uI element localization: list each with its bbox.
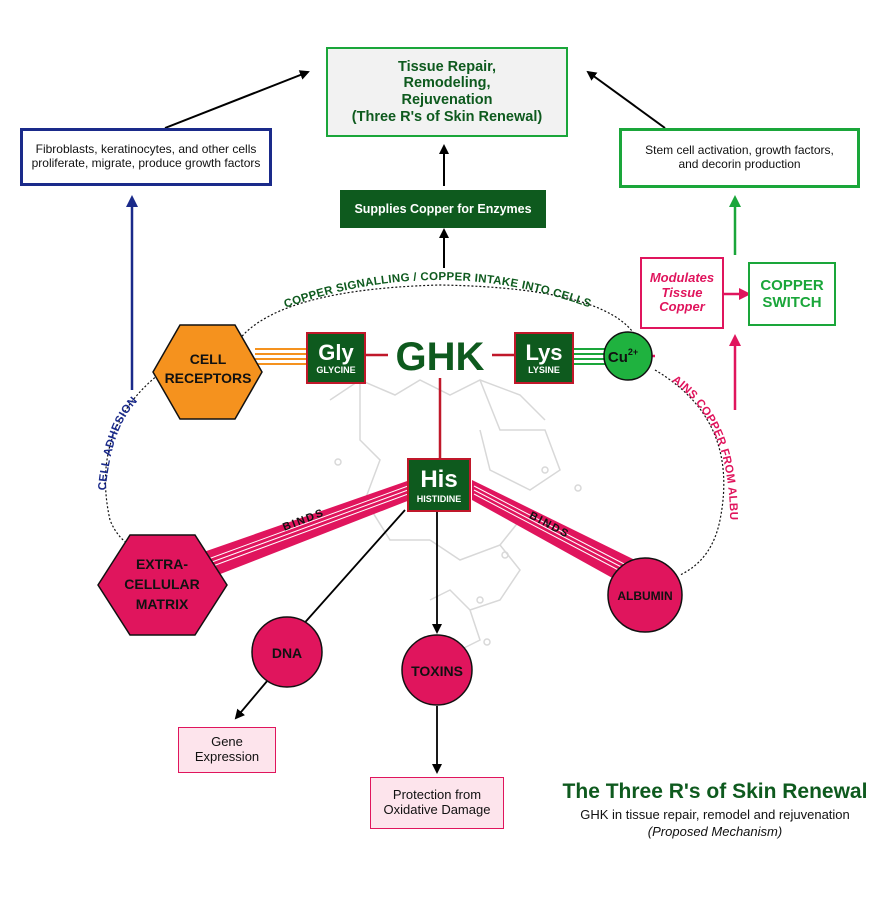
binds-band-right bbox=[472, 480, 635, 585]
lysine-label: LYSINE bbox=[528, 365, 560, 376]
protection-line1: Protection from bbox=[392, 787, 482, 803]
modulates-line1: Modulates bbox=[649, 269, 715, 285]
cell-receptors-label-2: RECEPTORS bbox=[165, 370, 252, 386]
lys-cu-link bbox=[574, 348, 606, 365]
cell-receptors-hexagon bbox=[152, 324, 263, 420]
ecm-hexagon bbox=[97, 534, 228, 636]
tissue-repair-line2: Remodeling, bbox=[403, 75, 491, 92]
fibroblasts-box: Fibroblasts, keratinocytes, and other ce… bbox=[20, 128, 272, 186]
copper-switch-box: COPPER SWITCH bbox=[748, 262, 836, 326]
gly-receptor-link bbox=[255, 348, 306, 365]
stem-cell-line2: and decorin production bbox=[678, 157, 801, 171]
black-arrows bbox=[164, 70, 666, 268]
ecm-label-2: CELLULAR bbox=[124, 576, 199, 592]
protection-box: Protection from Oxidative Damage bbox=[370, 777, 504, 829]
tissue-repair-box: Tissue Repair, Remodeling, Rejuvenation … bbox=[326, 47, 568, 137]
modulates-tissue-copper-box: Modulates Tissue Copper bbox=[640, 257, 724, 329]
his-output-arrows bbox=[234, 509, 442, 774]
ghk-connectors bbox=[366, 353, 514, 458]
ecm-label-1: EXTRA- bbox=[136, 556, 188, 572]
arc-label-top: COPPER SIGNALLING / COPPER INTAKE INTO C… bbox=[282, 271, 592, 311]
toxins-label: TOXINS bbox=[411, 663, 463, 679]
copper-ion-node bbox=[603, 331, 653, 381]
tissue-repair-line1: Tissue Repair, bbox=[397, 58, 497, 75]
albumin-node bbox=[607, 557, 683, 633]
caption-note: (Proposed Mechanism) bbox=[647, 824, 783, 839]
stem-cell-line1: Stem cell activation, growth factors, bbox=[645, 143, 834, 158]
dna-node bbox=[251, 616, 323, 688]
modulates-line2: Tissue bbox=[661, 284, 703, 300]
gene-line2: Expression bbox=[194, 749, 260, 764]
toxins-node bbox=[401, 634, 473, 706]
gene-expression-box: Gene Expression bbox=[178, 727, 276, 773]
cell-receptors-label-1: CELL bbox=[190, 351, 227, 367]
tissue-repair-line3: Rejuvenation bbox=[401, 92, 493, 108]
copper-switch-line2: SWITCH bbox=[762, 294, 822, 311]
fibroblasts-line2: proliferate, migrate, produce growth fac… bbox=[31, 156, 261, 170]
binds-band-left bbox=[195, 480, 410, 580]
dna-label: DNA bbox=[272, 645, 302, 661]
modulates-line3: Copper bbox=[659, 299, 705, 315]
stem-cell-box: Stem cell activation, growth factors, an… bbox=[619, 128, 860, 188]
tissue-repair-line4: (Three R's of Skin Renewal) bbox=[351, 108, 543, 125]
copper-switch-line1: COPPER bbox=[760, 276, 824, 294]
arc-label-left: CELL ADHESION bbox=[97, 395, 140, 491]
copper-ion-label: Cu2+ bbox=[608, 347, 638, 366]
ghk-title: GHK bbox=[396, 335, 485, 379]
caption: The Three R's of Skin Renewal GHK in tis… bbox=[560, 780, 870, 839]
protection-line2: Oxidative Damage bbox=[383, 802, 491, 817]
gene-line1: Gene bbox=[211, 734, 243, 750]
signalling-arc bbox=[104, 284, 725, 576]
albumin-label: ALBUMIN bbox=[617, 589, 672, 603]
ecm-label-3: MATRIX bbox=[136, 596, 189, 612]
caption-title: The Three R's of Skin Renewal bbox=[562, 780, 868, 803]
fibroblasts-line1: Fibroblasts, keratinocytes, and other ce… bbox=[35, 142, 257, 157]
lys-label: Lys bbox=[525, 340, 563, 366]
glycine-label: GLYCINE bbox=[316, 365, 356, 376]
his-label: His bbox=[420, 466, 458, 494]
caption-subtitle: GHK in tissue repair, remodel and rejuve… bbox=[580, 807, 850, 822]
his-box: His HISTIDINE bbox=[407, 458, 471, 512]
supplies-copper-box: Supplies Copper for Enzymes bbox=[340, 190, 546, 228]
histidine-label: HISTIDINE bbox=[416, 493, 462, 504]
gly-box: Gly GLYCINE bbox=[306, 332, 366, 384]
gly-label: Gly bbox=[318, 340, 354, 366]
lys-box: Lys LYSINE bbox=[514, 332, 574, 384]
